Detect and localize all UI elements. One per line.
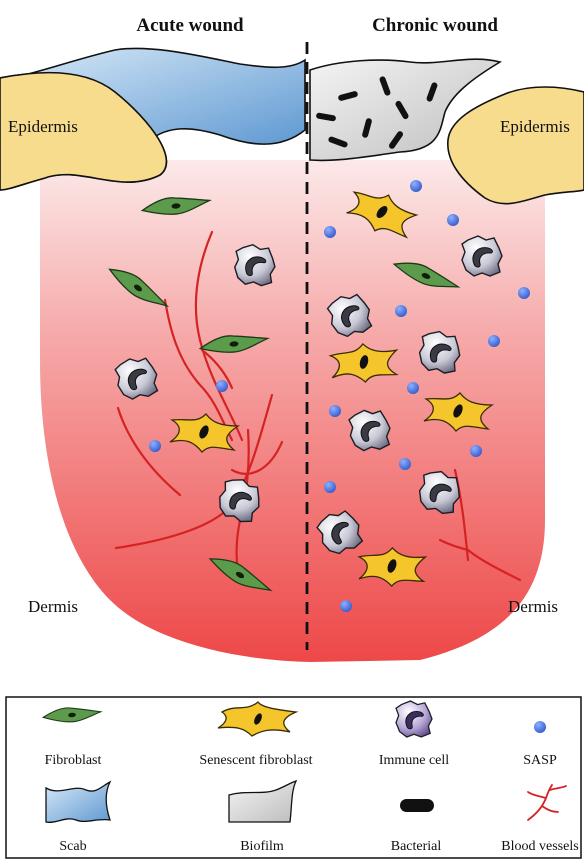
sasp-particle <box>470 445 482 457</box>
legend-fibroblast-label: Fibroblast <box>45 753 102 768</box>
legend-biofilm-label: Biofilm <box>240 839 284 854</box>
legend-scab-label: Scab <box>59 839 86 854</box>
legend-bacterial-label: Bacterial <box>391 839 442 854</box>
sasp-particle <box>399 458 411 470</box>
legend-blood-vessels-label: Blood vessels <box>501 839 578 854</box>
chronic-wound-title: Chronic wound <box>372 15 498 36</box>
sasp-particle <box>216 380 228 392</box>
legend-box <box>6 697 581 858</box>
legend-senescent-label: Senescent fibroblast <box>199 753 312 768</box>
sasp-particle <box>329 405 341 417</box>
sasp-particle <box>324 481 336 493</box>
sasp-particle <box>447 214 459 226</box>
epidermis-right-label: Epidermis <box>500 117 570 136</box>
sasp-particle <box>518 287 530 299</box>
sasp-particle <box>324 226 336 238</box>
dermis-left-label: Dermis <box>28 597 78 616</box>
legend-sasp-icon <box>534 721 546 733</box>
epidermis-left-label: Epidermis <box>8 117 78 136</box>
sasp-particle <box>410 180 422 192</box>
acute-wound-title: Acute wound <box>136 15 244 36</box>
legend-sasp-label: SASP <box>523 753 557 768</box>
sasp-particle <box>407 382 419 394</box>
legend-immune-label: Immune cell <box>379 753 449 768</box>
sasp-particle <box>488 335 500 347</box>
immune-cell <box>462 236 502 276</box>
sasp-particle <box>149 440 161 452</box>
dermis-right-label: Dermis <box>508 597 558 616</box>
legend-bacterial-icon <box>400 799 434 812</box>
sasp-particle <box>340 600 352 612</box>
legend-immune-icon <box>396 701 432 737</box>
sasp-particle <box>395 305 407 317</box>
